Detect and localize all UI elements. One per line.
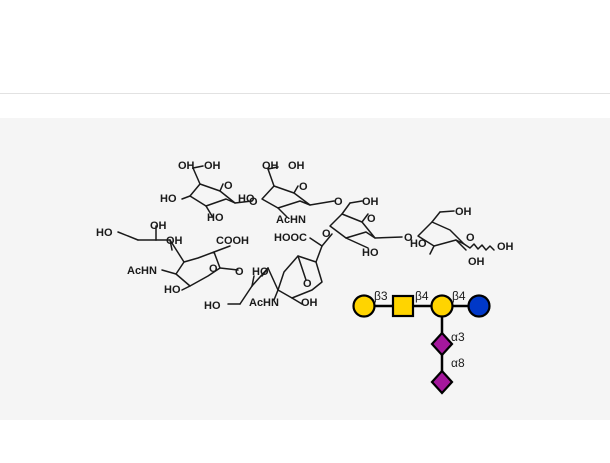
linkage-label-a3: α3 bbox=[451, 330, 465, 344]
atom-label: O bbox=[404, 232, 413, 244]
atom-label: O bbox=[367, 213, 376, 225]
figure-panel bbox=[0, 118, 610, 420]
galactose-circle-icon bbox=[430, 294, 454, 318]
galnac-square-icon bbox=[391, 294, 415, 318]
atom-label: OH bbox=[262, 160, 279, 172]
atom-label: COOH bbox=[216, 235, 249, 247]
atom-label: HO bbox=[160, 193, 177, 205]
glucose-circle-icon bbox=[467, 294, 491, 318]
linkage-label-b4: β4 bbox=[415, 289, 429, 303]
linkage-label-b4: β4 bbox=[452, 289, 466, 303]
atom-label: OH bbox=[468, 256, 485, 268]
atom-label: HO bbox=[207, 212, 224, 224]
molecule-bonds bbox=[117, 165, 495, 305]
atom-label: O bbox=[249, 196, 258, 208]
atom-label: HO bbox=[238, 193, 255, 205]
header-divider bbox=[0, 93, 610, 94]
atom-label: AcHN bbox=[249, 297, 279, 309]
glycan-linkage-lines bbox=[364, 304, 479, 382]
atom-label: OH bbox=[178, 160, 195, 172]
atom-label: OH bbox=[288, 160, 305, 172]
atom-label: O bbox=[235, 266, 244, 278]
atom-label: OH bbox=[301, 297, 318, 309]
atom-label: OH bbox=[362, 196, 379, 208]
atom-label: O bbox=[299, 181, 308, 193]
atom-label: O bbox=[224, 180, 233, 192]
linkage-label-a8: α8 bbox=[451, 356, 465, 370]
atom-label: O bbox=[466, 232, 475, 244]
atom-label: OH bbox=[497, 241, 514, 253]
linkage-label-b3: β3 bbox=[374, 289, 388, 303]
atom-label: OH bbox=[204, 160, 221, 172]
atom-label: AcHN bbox=[276, 214, 306, 226]
atom-label: O bbox=[322, 228, 331, 240]
atom-label: HO bbox=[410, 238, 427, 250]
galactose-circle-icon bbox=[352, 294, 376, 318]
atom-label: HO bbox=[362, 247, 379, 259]
atom-label: OH bbox=[455, 206, 472, 218]
top-blank-area bbox=[0, 0, 610, 93]
molecule-labels: OH OH OH OH HO O O O HO O OH HO AcHN O O… bbox=[96, 160, 514, 312]
atom-label: O bbox=[334, 196, 343, 208]
atom-label: HO bbox=[96, 227, 113, 239]
atom-label: O bbox=[303, 278, 312, 290]
atom-label: HO bbox=[204, 300, 221, 312]
atom-label: OH bbox=[150, 220, 167, 232]
sialic-acid-diamond-icon bbox=[430, 369, 454, 395]
atom-label: HO bbox=[164, 284, 181, 296]
sialic-acid-diamond-icon bbox=[430, 331, 454, 357]
atom-label: O bbox=[209, 263, 218, 275]
atom-label: AcHN bbox=[127, 265, 157, 277]
atom-label: HO bbox=[252, 266, 269, 278]
glycan-symbol: β3 β4 β4 α3 α8 bbox=[352, 289, 491, 395]
atom-label: HOOC bbox=[274, 232, 307, 244]
atom-label: OH bbox=[166, 235, 183, 247]
